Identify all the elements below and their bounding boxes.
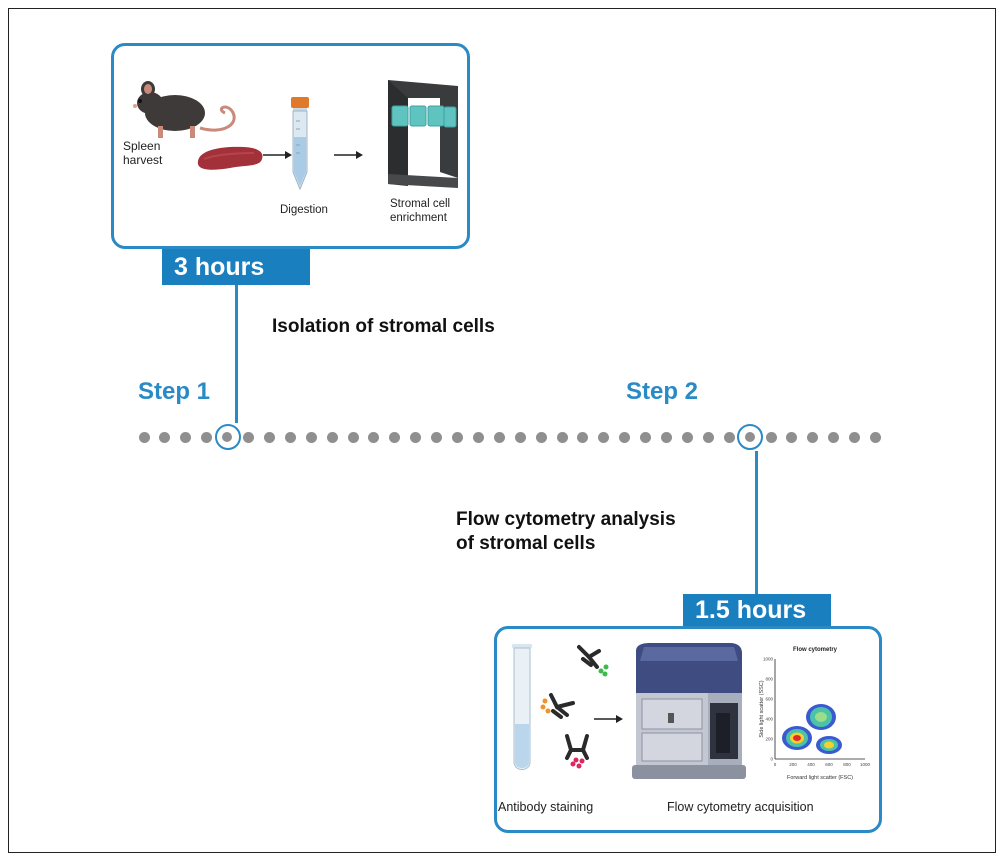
- plot-xtick: 200: [789, 762, 797, 767]
- mouse-icon: [133, 81, 236, 138]
- magnetic-separator-icon: [388, 80, 458, 188]
- plot-ytick: 0: [770, 757, 773, 762]
- step2-connector-line: [755, 451, 758, 594]
- plot-ytick: 200: [765, 737, 773, 742]
- arrow-icon: [594, 715, 623, 723]
- stromal-enrichment-label: Stromal cell enrichment: [390, 198, 451, 224]
- plot-xtick: 400: [807, 762, 815, 767]
- plot-ytick: 1000: [763, 657, 774, 662]
- plot-ytick: 800: [765, 677, 773, 682]
- figure-frame: [8, 8, 996, 853]
- cell-population: [782, 726, 812, 750]
- spleen-icon: [197, 146, 263, 170]
- test-tube-icon: [512, 644, 532, 770]
- step1-panel: Spleen harvest Digestion Stromal cell en…: [111, 43, 470, 249]
- step1-title: Isolation of stromal cells: [272, 316, 495, 337]
- antibody-icon: [565, 734, 589, 769]
- plot-ylabel: Side light scatter (SSC): [759, 680, 765, 737]
- step1-label: Step 1: [138, 378, 211, 405]
- plot-xtick: 1000: [860, 762, 871, 767]
- plot-ytick: 600: [765, 697, 773, 702]
- antibody-staining-label: Antibody staining: [498, 800, 594, 814]
- plot-xtick: 600: [825, 762, 833, 767]
- step1-duration-badge: 3 hours: [162, 249, 310, 285]
- step2-duration-badge: 1.5 hours: [683, 594, 831, 627]
- plot-ytick: 400: [765, 717, 773, 722]
- flow-cytometer-icon: [632, 643, 746, 779]
- conical-tube-icon: [291, 97, 309, 191]
- step2-panel: Flow cytometry 0 200 400 600 800 1000 0 200 400 6…: [494, 626, 882, 833]
- step2-label: Step 2: [626, 378, 699, 405]
- plot-title: Flow cytometry: [793, 647, 838, 653]
- cell-population: [806, 704, 836, 730]
- plot-xtick: 0: [774, 762, 777, 767]
- flow-cytometry-plot: Flow cytometry 0 200 400 600 800 1000 0 200 400 6…: [759, 647, 871, 781]
- plot-xlabel: Forward light scatter (FSC): [787, 775, 853, 781]
- arrow-icon: [334, 151, 363, 159]
- digestion-label: Digestion: [280, 204, 328, 216]
- spleen-harvest-label: Spleen harvest: [123, 139, 163, 167]
- antibody-icon: [577, 645, 609, 677]
- step1-connector-line: [235, 285, 238, 423]
- plot-xtick: 800: [843, 762, 851, 767]
- flow-acquisition-label: Flow cytometry acquisition: [667, 800, 814, 814]
- cell-population: [816, 736, 842, 754]
- antibody-icon: [540, 693, 575, 719]
- step2-title: Flow cytometry analysis of stromal cells: [456, 509, 676, 554]
- arrow-icon: [263, 151, 292, 159]
